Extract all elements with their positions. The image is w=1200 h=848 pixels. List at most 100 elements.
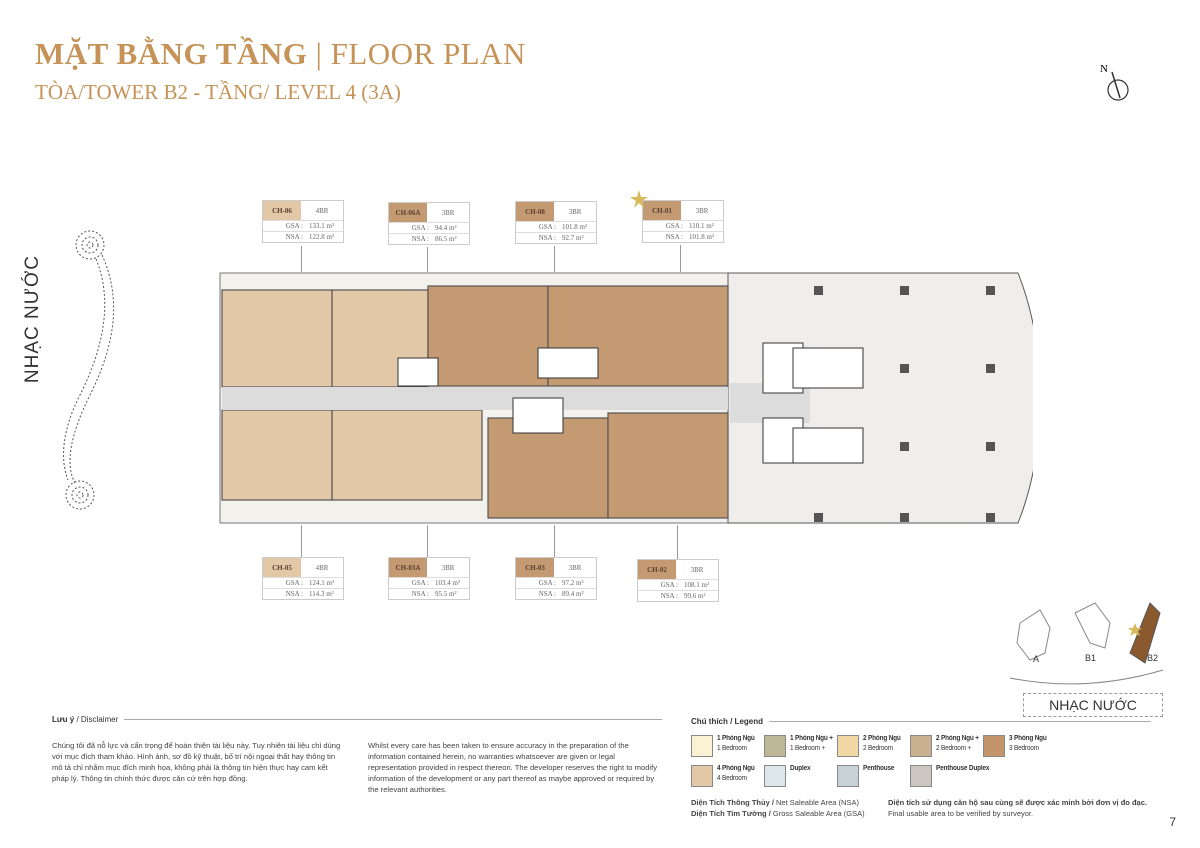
gsa-label: GSA : (538, 223, 556, 231)
nsa-value: 101.8 m² (689, 233, 715, 241)
unit-code: CH-03 (516, 558, 554, 577)
unit-ch-03 (487, 417, 609, 519)
nsa-label: NSA : (538, 234, 556, 242)
nsa-value: 95.5 m² (435, 590, 457, 598)
legend-label-vi: Penthouse Duplex (936, 765, 990, 772)
legend-label-en: 2 Bedroom + (936, 745, 972, 752)
legend-label-vi: 3 Phòng Ngủ (1009, 735, 1047, 742)
unit-type: 3BR (568, 563, 582, 572)
gsa-label: GSA : (411, 224, 429, 232)
gsa-value: 133.1 m² (309, 222, 335, 230)
title-vi: MẶT BẰNG TẦNG (35, 36, 308, 71)
legend-swatch (983, 735, 1005, 757)
legend-swatch (764, 765, 786, 787)
gsa-value: 103.4 m² (435, 579, 461, 587)
gsa-label: GSA : (285, 579, 303, 587)
legend-label-en: 2 Bedroom (863, 745, 893, 752)
nsa-def-vi: Diện Tích Thông Thủy / (691, 798, 774, 807)
unit-code: CH-05 (263, 558, 301, 577)
unit-type: 3BR (568, 207, 582, 216)
legend-label-en: 4 Bedroom (717, 775, 747, 782)
legend-item: Duplex (764, 765, 812, 787)
page-subtitle: TÒA/TOWER B2 - TẦNG/ LEVEL 4 (3A) (35, 80, 401, 104)
nsa-value: 114.3 m² (309, 590, 334, 598)
unit-type: 4BR (315, 206, 329, 215)
gsa-label: GSA : (538, 579, 556, 587)
legend-label-en: 1 Bedroom + (790, 745, 826, 752)
nsa-label: NSA : (660, 592, 678, 600)
legend-swatch (691, 765, 713, 787)
floor-plan-drawing (219, 272, 1033, 524)
disclaimer-heading-en: / Disclaimer (76, 715, 119, 724)
nsa-value: 122.8 m² (309, 233, 335, 241)
legend-item: 2 Phòng Ngủ + 2 Bedroom + (910, 735, 983, 757)
legend-item: 2 Phòng Ngủ 2 Bedroom (837, 735, 904, 757)
nsa-label: NSA : (285, 590, 303, 598)
unit-code: CH-03A (389, 558, 427, 577)
title-separator: | (315, 36, 323, 71)
nsa-value: 92.7 m² (562, 234, 584, 242)
legend-label-vi: 2 Phòng Ngủ + (936, 735, 979, 742)
unit-code: CH-02 (638, 560, 676, 579)
nsa-label: NSA : (665, 233, 683, 241)
side-label-nhac-nuoc: NHẠC NƯỚC (22, 255, 43, 384)
page-number: 7 (1169, 815, 1176, 829)
legend-heading-text: Chú thích / Legend (691, 717, 763, 726)
unit-ch-03a (331, 409, 483, 501)
unit-ch-08 (427, 285, 549, 387)
legend-label-vi: 1 Phòng Ngủ + (790, 735, 833, 742)
legend-item: Penthouse Duplex (910, 765, 994, 787)
unit-ch-05 (221, 409, 333, 501)
nsa-label: NSA : (411, 590, 429, 598)
legend-label-vi: Penthouse (863, 765, 895, 772)
water-music-decoration (63, 230, 115, 510)
keymap-label-b2: B2 (1147, 653, 1159, 663)
unit-type: 3BR (441, 208, 455, 217)
unit-type: 4BR (315, 563, 329, 572)
gsa-label: GSA : (285, 222, 303, 230)
surveyor-note-en: Final usable area to be verified by surv… (888, 809, 1034, 818)
legend-item: 3 Phòng Ngủ 3 Bedroom (983, 735, 1050, 757)
unit-type: 3BR (441, 563, 455, 572)
gsa-value: 108.1 m² (684, 581, 710, 589)
title-en: FLOOR PLAN (330, 36, 526, 71)
legend-label-en: 3 Bedroom (1009, 745, 1039, 752)
page-title: MẶT BẰNG TẦNG | FLOOR PLAN (35, 36, 526, 72)
surveyor-note: Diện tích sử dụng căn hộ sau cùng sẽ đượ… (888, 797, 1188, 819)
disclaimer-text-en: Whilst every care has been taken to ensu… (368, 741, 658, 794)
legend-item: 1 Phòng Ngủ 1 Bedroom (691, 735, 758, 757)
legend-swatch (910, 735, 932, 757)
legend-label-en: 1 Bedroom (717, 745, 747, 752)
area-definitions: Diện Tích Thông Thủy / Net Saleable Area… (691, 797, 891, 819)
legend-swatch (764, 735, 786, 757)
nsa-label: NSA : (538, 590, 556, 598)
gsa-label: GSA : (665, 222, 683, 230)
legend-heading: Chú thích / Legend (691, 717, 1151, 726)
legend-label-vi: 1 Phòng Ngủ (717, 735, 755, 742)
unit-code: CH-08 (516, 202, 554, 221)
unit-code: CH-01 (643, 201, 681, 220)
legend-swatch (910, 765, 932, 787)
keymap-nhac-nuoc: NHẠC NƯỚC (1023, 693, 1163, 717)
gsa-label: GSA : (660, 581, 678, 589)
nsa-value: 99.6 m² (684, 592, 706, 600)
legend-swatch (691, 735, 713, 757)
disclaimer-text-vi: Chúng tôi đã nỗ lực và cẩn trọng để hoàn… (52, 741, 341, 783)
gsa-value: 110.1 m² (689, 222, 714, 230)
unit-type: 3BR (690, 565, 704, 574)
north-arrow-icon: N N (1098, 60, 1134, 109)
legend-label-vi: 2 Phòng Ngủ (863, 735, 901, 742)
unit-card-ch-02[interactable]: CH-02 3BR GSA : 108.1 m² NSA : 99.6 m² (637, 559, 719, 602)
legend-label-vi: Duplex (790, 765, 811, 772)
unit-code: CH-06 (263, 201, 301, 220)
svg-text:N: N (1100, 63, 1108, 75)
